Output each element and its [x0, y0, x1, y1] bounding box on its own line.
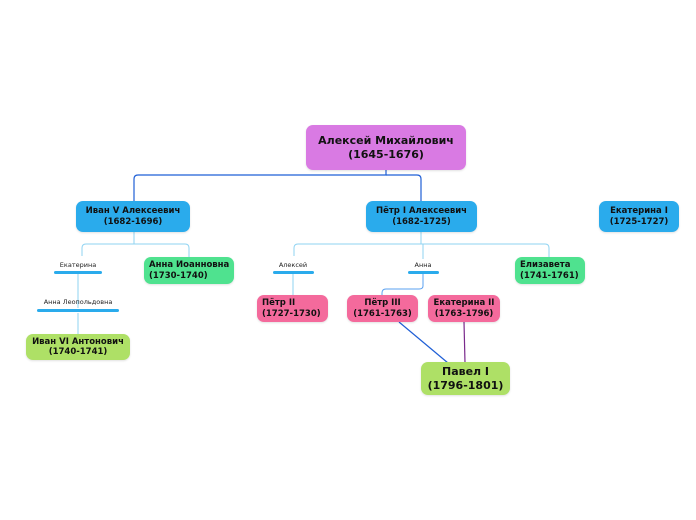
- node-name: Пётр I Алексеевич: [375, 206, 468, 217]
- node-years: (1682-1696): [103, 216, 163, 227]
- node-years: (1727-1730): [262, 308, 321, 319]
- node-name: Екатерина I: [610, 206, 668, 217]
- label-aleksey-underline: [273, 271, 314, 274]
- label-anna-leopoldovna-underline: [37, 309, 119, 312]
- label-ekaterina: Екатерина: [59, 261, 97, 269]
- link-ivan-v-children: [81, 232, 190, 257]
- node-name: Елизавета: [520, 260, 571, 271]
- link-root-ivan-v: [133, 170, 387, 201]
- node-name: Екатерина II: [433, 298, 495, 309]
- node-petr-iii[interactable]: Пётр III (1761-1763): [347, 295, 418, 322]
- node-petr-ii[interactable]: Пётр II (1727-1730): [257, 295, 328, 322]
- label-anna-underline: [408, 271, 439, 274]
- node-years: (1725-1727): [609, 216, 669, 227]
- node-years: (1796-1801): [427, 378, 504, 392]
- node-name: Пётр III: [364, 298, 401, 309]
- link-petr-iii-pavel-i: [398, 321, 449, 364]
- node-name: Алексей Михайлович: [318, 134, 454, 148]
- label-anna-leopoldovna: Анна Леопольдовна: [43, 298, 113, 306]
- node-ivan-v[interactable]: Иван V Алексеевич (1682-1696): [76, 201, 190, 232]
- node-name: Иван VI Антонович: [32, 336, 124, 347]
- link-anna-petr-iii: [381, 274, 424, 296]
- link-petr-i-children: [293, 232, 550, 257]
- node-years: (1763-1796): [434, 308, 494, 319]
- link-ekaterina-ii-pavel-i: [463, 321, 466, 364]
- node-years: (1761-1763): [353, 308, 412, 319]
- node-name: Анна Иоанновна: [149, 260, 230, 271]
- node-years: (1645-1676): [348, 147, 424, 161]
- link-root-petr-i: [386, 174, 422, 201]
- node-name: Павел I: [441, 365, 490, 379]
- node-name: Пётр II: [262, 298, 296, 309]
- node-ekaterina-i[interactable]: Екатерина I (1725-1727): [599, 201, 679, 232]
- node-anna-ioannovna[interactable]: Анна Иоанновна (1730-1740): [144, 257, 234, 284]
- node-years: (1740-1741): [48, 347, 108, 357]
- node-petr-i[interactable]: Пётр I Алексеевич (1682-1725): [366, 201, 477, 232]
- node-pavel-i[interactable]: Павел I (1796-1801): [421, 362, 510, 395]
- node-years: (1741-1761): [520, 270, 579, 281]
- label-aleksey: Алексей: [278, 261, 308, 269]
- node-aleksey-mikhailovich[interactable]: Алексей Михайлович (1645-1676): [306, 125, 466, 170]
- node-ekaterina-ii[interactable]: Екатерина II (1763-1796): [428, 295, 500, 322]
- node-years: (1682-1725): [392, 216, 451, 227]
- label-anna: Анна: [414, 261, 432, 269]
- node-ivan-vi[interactable]: Иван VI Антонович (1740-1741): [26, 334, 130, 360]
- node-years: (1730-1740): [149, 270, 208, 281]
- label-ekaterina-underline: [54, 271, 102, 274]
- node-elizaveta[interactable]: Елизавета (1741-1761): [515, 257, 585, 284]
- node-name: Иван V Алексеевич: [85, 206, 181, 217]
